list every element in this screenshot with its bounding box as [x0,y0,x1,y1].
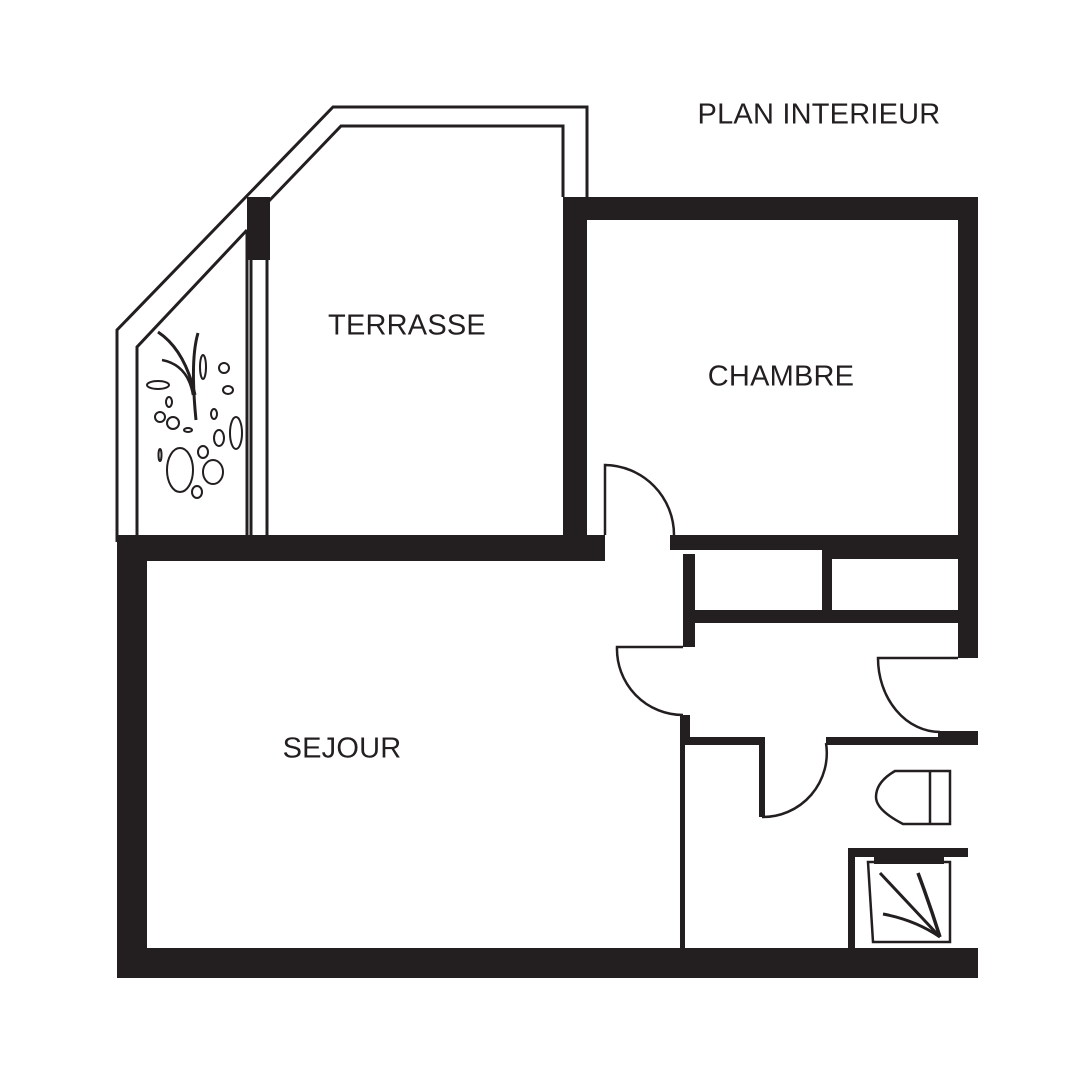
bedroom-door [603,463,676,536]
plan-title: PLAN INTERIEUR [697,98,941,131]
room-label-terrace: TERRASSE [328,309,486,342]
wc-door [876,656,958,734]
walls [117,197,978,978]
toilet-icon [874,769,952,826]
room-label-bedroom: CHAMBRE [707,360,855,393]
terrace-outline [115,105,589,542]
shower-icon [866,860,952,944]
doors [603,463,958,819]
closet-door [615,645,684,717]
plant-icon [146,330,243,499]
bathroom-door [761,742,828,819]
room-label-living: SEJOUR [282,732,402,765]
